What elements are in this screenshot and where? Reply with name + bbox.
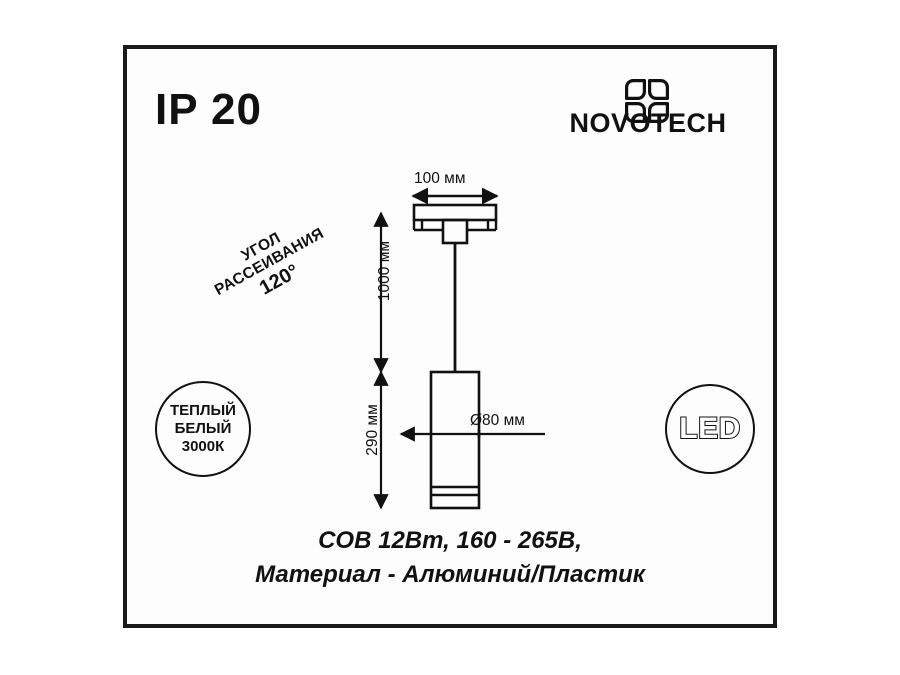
suspension-height-dimension-label: 1000 мм [376, 240, 393, 302]
spec-line-material: Материал - Алюминий/Пластик [255, 561, 645, 589]
brand-logo: NOVOTECH [548, 78, 748, 140]
diameter-dimension-label: Ø80 мм [470, 412, 525, 429]
cct-line2: БЕЛЫЙ [174, 419, 232, 437]
cct-line3: 3000К [181, 438, 225, 456]
novotech-pinwheel-icon [625, 79, 669, 123]
led-badge: LED [665, 384, 755, 474]
ip-rating-label: IP 20 [155, 85, 262, 134]
body-height-dimension-label: 290 мм [364, 404, 381, 456]
brand-wordmark: NOVOTECH [569, 108, 726, 138]
brand-wordmark-text: NOVOTECH [569, 108, 726, 138]
spec-line-electrical: COB 12Вт, 160 - 265В, [318, 527, 582, 554]
cct-line1: ТЕПЛЫЙ [170, 401, 236, 419]
led-badge-label: LED [678, 411, 741, 446]
card-border-frame [123, 45, 777, 628]
width-dimension-label: 100 мм [414, 170, 466, 187]
specifications-block: COB 12Вт, 160 - 265В, Материал - Алюмини… [123, 524, 777, 592]
color-temperature-badge: ТЕПЛЫЙ БЕЛЫЙ 3000К [155, 381, 251, 477]
